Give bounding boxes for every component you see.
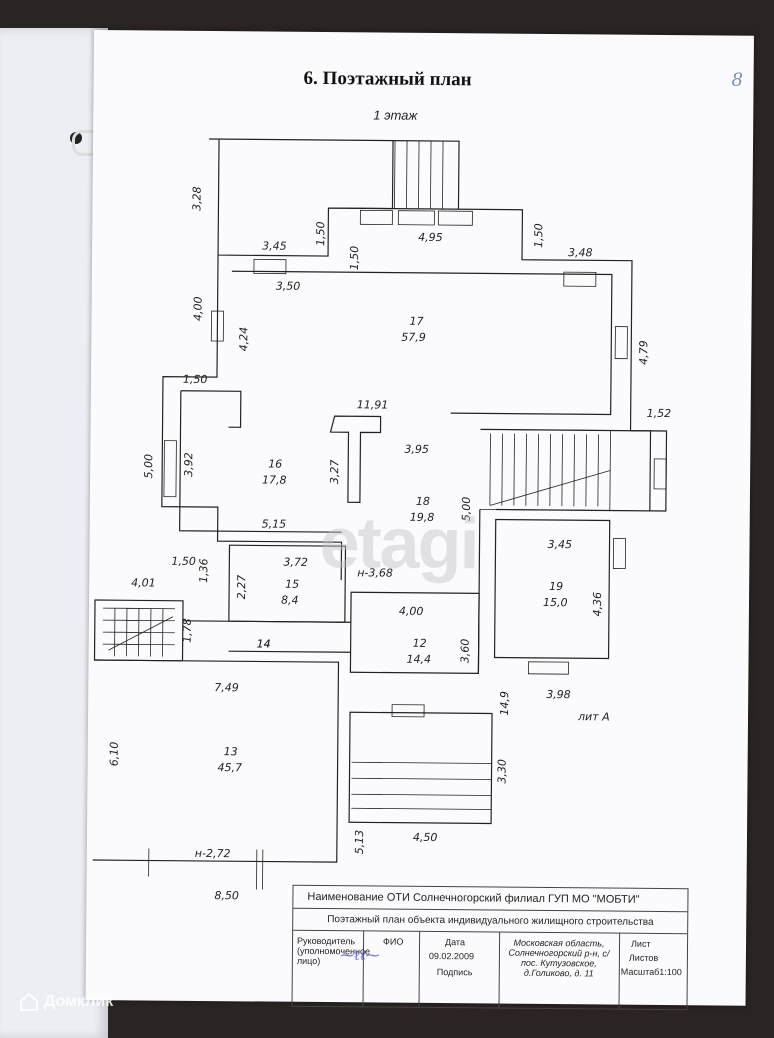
sheets-label: Листов: [628, 952, 659, 963]
dim-label: 3,92: [182, 452, 195, 477]
dim-label: 6,10: [108, 742, 121, 767]
room-18-number: 18: [416, 495, 430, 508]
dim-label: 1,50: [171, 555, 196, 568]
fio-label: ФИО: [383, 936, 404, 947]
dim-label: 4,79: [637, 340, 650, 365]
room-19-number: 19: [549, 580, 563, 593]
logo-text: Домклик: [44, 993, 114, 1010]
dim-label: 11,91: [357, 398, 389, 411]
domklik-logo: Домклик: [20, 993, 113, 1011]
dim-label: 1,50: [183, 373, 208, 386]
plan-sheet: 6. Поэтажный план 8 1 этаж: [85, 30, 754, 1011]
signature-scribble: ⁓ℓℓ⁓: [340, 948, 380, 964]
dim-label: 4,01: [131, 576, 156, 589]
dim-label: 14: [257, 637, 271, 650]
dim-label: 5,15: [262, 517, 287, 530]
room-13-area: 45,7: [218, 761, 243, 774]
dim-label: н-2,72: [195, 847, 231, 860]
scale-label: Масштаб1:100: [620, 966, 682, 978]
dim-label: 4,24: [237, 327, 250, 352]
dim-label: 4,00: [191, 296, 204, 321]
date-value: 09.02.2009: [428, 950, 475, 962]
dim-label: 5,00: [142, 454, 155, 479]
org-line: Наименование ОТИ Солнечногорский филиал …: [307, 890, 640, 906]
dim-label: 8,50: [214, 889, 239, 902]
room-12-area: 14,4: [406, 653, 431, 666]
room-15-area: 8,4: [281, 594, 299, 607]
dim-label: 3,98: [546, 688, 571, 701]
dim-label: 3,30: [495, 759, 508, 784]
dim-label: 5,13: [353, 830, 366, 855]
dim-label: 3,72: [283, 556, 308, 569]
room-18-area: 19,8: [410, 511, 435, 524]
dim-label: 3,48: [568, 246, 593, 259]
stairs-and-windows: [102, 140, 667, 890]
address: Московская область, Солнечногорский р-н,…: [508, 937, 610, 979]
watermark-text: etagi: [319, 502, 478, 585]
room-labels: 17 57,9 16 17,8 18 19,8 15 8,4 19 15,0 1…: [218, 315, 568, 775]
room-13-number: 13: [224, 745, 238, 758]
room-14-number: 14: [257, 637, 271, 650]
room-16-number: 16: [268, 458, 282, 471]
dim-label: 3,27: [328, 460, 341, 485]
dim-label: 3,50: [276, 280, 301, 293]
room-17-area: 57,9: [401, 331, 426, 344]
dim-label: 4,50: [413, 831, 438, 844]
dim-label: лит А: [577, 710, 610, 723]
dim-label: 3,45: [547, 538, 572, 551]
dimension-labels: 3,28 1,50 4,95 1,50 3,45 1,50 3,48 3,50 …: [108, 186, 672, 902]
date-label: Дата: [445, 937, 466, 948]
sign-label: Подпись: [436, 967, 473, 978]
dim-label: 1,50: [348, 246, 361, 271]
dim-label: 3,95: [404, 443, 429, 456]
dim-label: 1,78: [181, 618, 194, 643]
dim-label: 3,45: [262, 239, 287, 252]
dim-label: 4,95: [418, 231, 443, 244]
room-16-area: 17,8: [262, 473, 287, 486]
dim-label: 1,50: [314, 221, 327, 246]
floor-plan: 17 57,9 16 17,8 18 19,8 15 8,4 19 15,0 1…: [92, 138, 672, 902]
room-19-area: 15,0: [543, 596, 568, 609]
dim-label: 3,28: [190, 186, 203, 211]
dim-label: 7,49: [214, 681, 239, 694]
dim-label: 4,36: [591, 592, 604, 617]
dim-label: 5,00: [460, 497, 473, 522]
house-logo-icon: [20, 993, 38, 1011]
dim-label: 4,00: [399, 605, 424, 618]
dim-label: 1,36: [197, 558, 210, 583]
room-15-number: 15: [285, 578, 299, 591]
sheet-label: Лист: [631, 938, 651, 949]
room-12-number: 12: [413, 637, 427, 650]
dim-label: 2,27: [235, 575, 248, 600]
plan-walls: [92, 138, 668, 863]
dim-label: 1,50: [532, 223, 545, 248]
dim-label: 3,60: [458, 639, 471, 664]
dim-label: 1,52: [647, 407, 672, 420]
room-17-number: 17: [409, 315, 423, 328]
doc-line: Поэтажный план объекта индивидуального ж…: [327, 914, 654, 928]
dim-label: 14,9: [498, 691, 511, 716]
dim-label: н-3,68: [357, 566, 393, 579]
